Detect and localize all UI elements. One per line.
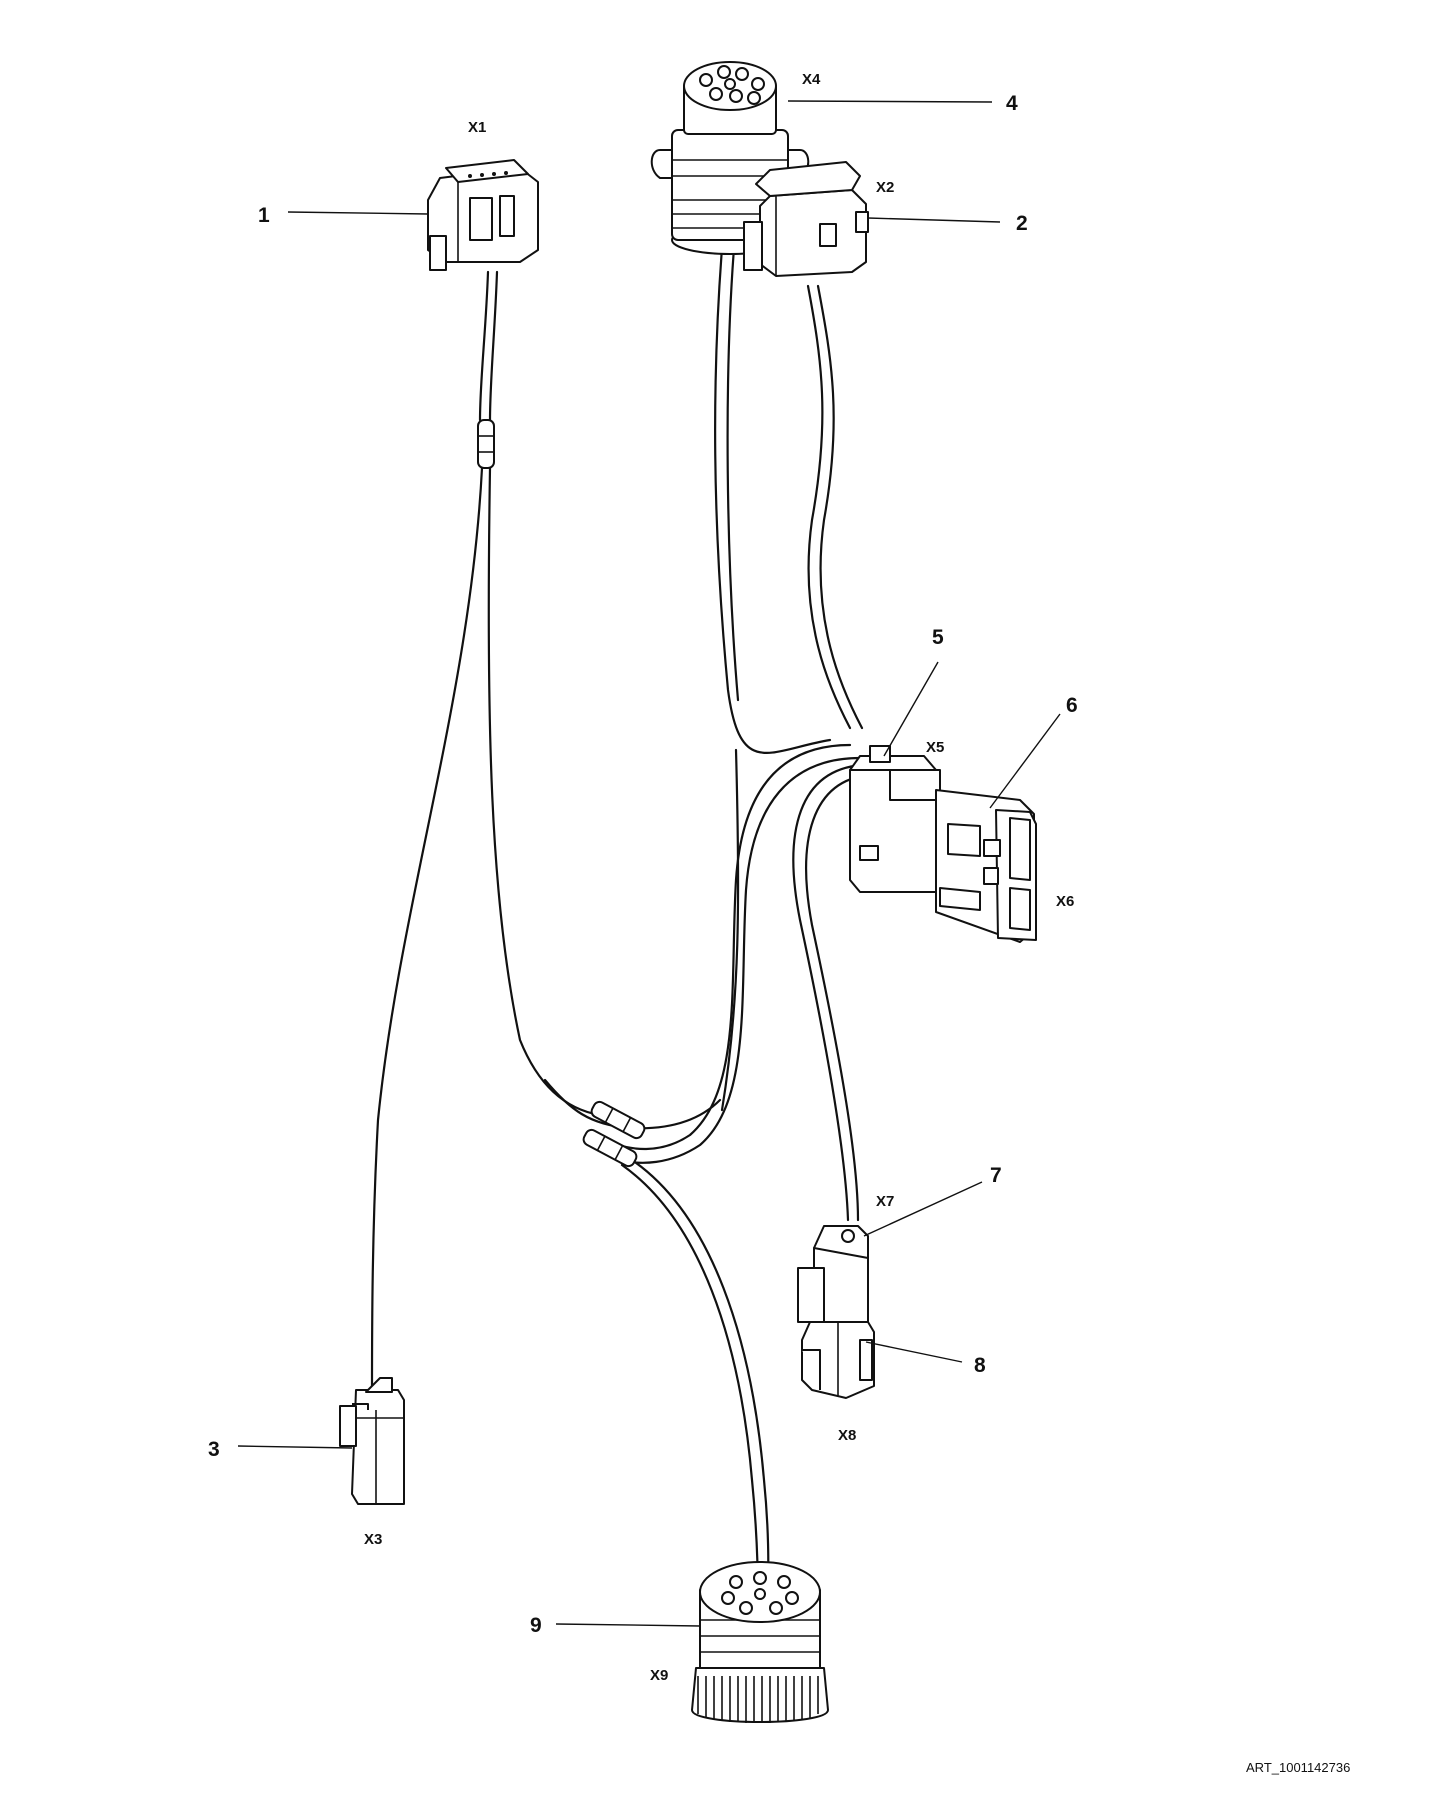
connector-x3 <box>339 1377 405 1505</box>
connector-x1 <box>427 159 539 271</box>
callout-1: 1 <box>258 204 270 227</box>
art-id: ART_1001142736 <box>1246 1760 1350 1775</box>
label-x6: X6 <box>1056 893 1074 910</box>
label-x9: X9 <box>650 1667 668 1684</box>
label-x2: X2 <box>876 179 894 196</box>
connector-x9 <box>691 1561 829 1723</box>
callout-3: 3 <box>208 1438 220 1461</box>
connector-x5-x6 <box>849 745 1037 943</box>
connector-x2 <box>743 161 869 277</box>
leader-lines <box>237 100 1061 1627</box>
callout-4: 4 <box>1006 92 1018 115</box>
wire-sleeves <box>477 419 646 1168</box>
label-x3: X3 <box>364 1531 382 1548</box>
label-x1: X1 <box>468 119 486 136</box>
label-x7: X7 <box>876 1193 894 1210</box>
connector-labels: X1 X2 X3 X4 X5 X6 X7 X8 X9 <box>364 71 1074 1684</box>
callout-8: 8 <box>974 1354 986 1377</box>
label-x4: X4 <box>802 71 821 88</box>
connector-x4 <box>650 61 810 255</box>
callout-7: 7 <box>990 1164 1002 1187</box>
callout-2: 2 <box>1016 212 1028 235</box>
callout-numbers: 1 2 3 4 5 6 7 8 9 <box>208 92 1078 1637</box>
callout-9: 9 <box>530 1614 542 1637</box>
connector-x7-x8 <box>797 1225 875 1399</box>
harness-wires <box>370 246 872 1602</box>
label-x5: X5 <box>926 739 944 756</box>
label-x8: X8 <box>838 1427 856 1444</box>
callout-5: 5 <box>932 626 944 649</box>
callout-6: 6 <box>1066 694 1078 717</box>
